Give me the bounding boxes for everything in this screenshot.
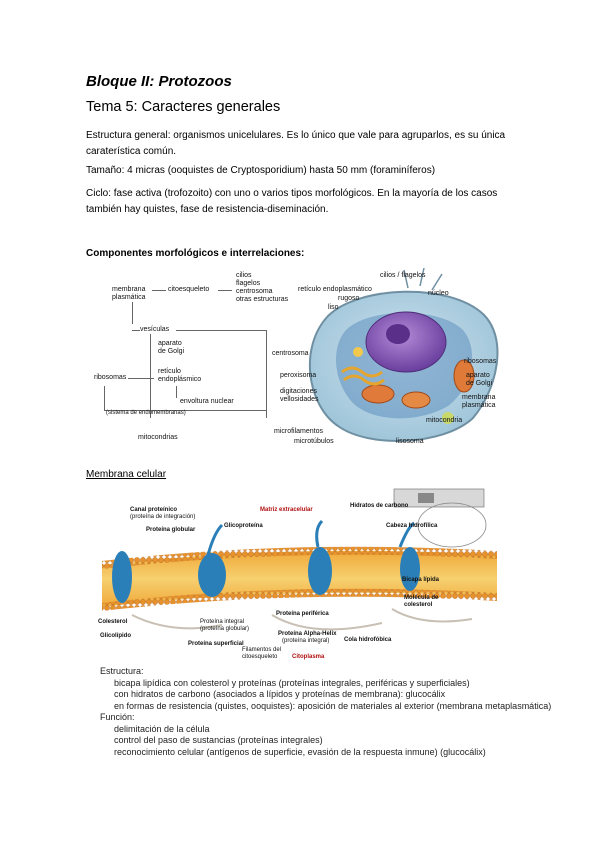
schema-label: flagelos <box>236 280 261 287</box>
membrane-label: Cabeza hidrofílica <box>386 523 438 529</box>
membrane-label: Bicapa lípida <box>402 577 440 583</box>
cell-label: microtúbulos <box>294 438 334 445</box>
function-line: reconocimiento celular (antígenos de sup… <box>114 746 486 757</box>
schema-label: plasmática <box>112 294 146 301</box>
paragraph-line: también hay quistes, fase de resistencia… <box>86 204 329 215</box>
schema-label: centrosoma <box>236 288 273 295</box>
cell-label: membrana <box>462 394 496 401</box>
schema-label: membrana <box>112 286 146 293</box>
membrane-label: Canal proteínico <box>130 507 178 513</box>
schema-label: (sistema de endomembranas) <box>106 410 186 416</box>
paragraph-tamano: Tamaño: 4 micras (ooquistes de Cryptospo… <box>86 165 436 176</box>
membrane-label: Hidratos de carbono <box>350 503 409 509</box>
membrane-structure-text: Estructura: bicapa lipídica con colester… <box>100 666 551 758</box>
cell-label: vellosidades <box>280 396 319 403</box>
membrane-label: citoesqueleto <box>242 654 278 660</box>
function-heading: Función: <box>100 712 135 722</box>
membrane-label: Glicolípido <box>100 633 131 639</box>
section-heading-components: Componentes morfológicos e interrelacion… <box>86 248 305 259</box>
membrane-label: Cola hidrofóbica <box>344 637 392 643</box>
paragraph-estructura: Estructura general: organismos unicelula… <box>86 128 516 160</box>
structure-heading: Estructura: <box>100 666 144 676</box>
schema-label: ribosomas <box>94 374 127 381</box>
paragraph-line: caraterística común. <box>86 146 177 157</box>
schema-label: aparato <box>158 340 182 347</box>
schema-label: de Golgi <box>158 348 185 355</box>
schema-label: citoesqueleto <box>168 286 210 293</box>
membrane-label: (proteína globular) <box>200 626 250 632</box>
membrane-label: (proteína de integración) <box>130 514 196 520</box>
cell-label: digitaciones <box>280 388 317 395</box>
schema-label: otras estructuras <box>236 296 289 303</box>
cell-label: mitocondria <box>426 417 463 424</box>
membrane-label: Proteína periférica <box>276 611 329 617</box>
cell-drawing <box>308 268 499 442</box>
schema-label: vesículas <box>140 326 170 333</box>
cell-label: plasmática <box>462 402 496 409</box>
cell-label: cilios / flagelos <box>380 272 426 279</box>
membrane-label: (proteína integral) <box>282 638 330 644</box>
schema-label: cilios <box>236 272 252 279</box>
structure-line: bicapa lipídica con colesterol y proteín… <box>114 677 470 688</box>
cell-label: centrosoma <box>272 350 309 357</box>
membrane-label: Molécula de <box>404 595 439 601</box>
membrane-label: Citoplasma <box>292 654 325 660</box>
schema-label: retículo <box>158 368 181 375</box>
cell-illustration: cilios / flagelos retículo endoplasmátic… <box>258 268 513 454</box>
membrane-label: Filamentos del <box>242 647 282 653</box>
function-line: delimitación de la célula <box>114 723 210 734</box>
membrane-label: Matriz extracelular <box>260 507 313 513</box>
membrane-label: colesterol <box>404 602 433 608</box>
section-heading-membrane: Membrana celular <box>86 469 167 480</box>
block-title: Bloque II: Protozoos <box>86 73 232 90</box>
structure-line: en formas de resistencia (quistes, ooqui… <box>114 700 552 711</box>
cell-label: microfilamentos <box>274 428 324 435</box>
cell-label: peroxisoma <box>280 372 317 379</box>
cell-label: ribosomas <box>464 358 497 365</box>
schema-label: endoplásmico <box>158 376 202 383</box>
cell-label: aparato <box>466 372 490 379</box>
membrane-label: Proteína integral <box>200 619 245 625</box>
membrane-drawing <box>102 488 497 631</box>
cell-label: rugoso <box>338 295 360 302</box>
schema-label: mitocondrias <box>138 434 178 441</box>
membrane-label: Proteína globular <box>146 527 196 533</box>
membrane-illustration: Canal proteínico (proteína de integració… <box>92 485 512 663</box>
cell-label: retículo endoplasmático <box>298 286 372 293</box>
paragraph-line: Estructura general: organismos unicelula… <box>86 130 506 141</box>
membrane-label: Colesterol <box>98 619 128 625</box>
structure-line: con hidratos de carbono (asociados a líp… <box>114 689 446 699</box>
membrane-label: Glicoproteína <box>224 523 263 529</box>
cell-label: núcleo <box>428 290 449 297</box>
paragraph-line: Ciclo: fase activa (trofozoito) con uno … <box>86 188 498 199</box>
membrane-label: Proteína Alpha-Helix <box>278 631 337 637</box>
cell-label: liso <box>328 304 339 311</box>
schema-label: envoltura nuclear <box>180 398 234 405</box>
cell-label: de Golgi <box>466 380 493 387</box>
paragraph-ciclo: Ciclo: fase activa (trofozoito) con uno … <box>86 186 516 218</box>
function-line: control del paso de sustancias (proteína… <box>114 735 323 745</box>
components-schema: membrana plasmática citoesqueleto cilios… <box>84 268 304 450</box>
cell-label: lisosoma <box>396 438 424 445</box>
membrane-label: Proteína superficial <box>188 641 244 647</box>
topic-title: Tema 5: Caracteres generales <box>86 99 281 115</box>
